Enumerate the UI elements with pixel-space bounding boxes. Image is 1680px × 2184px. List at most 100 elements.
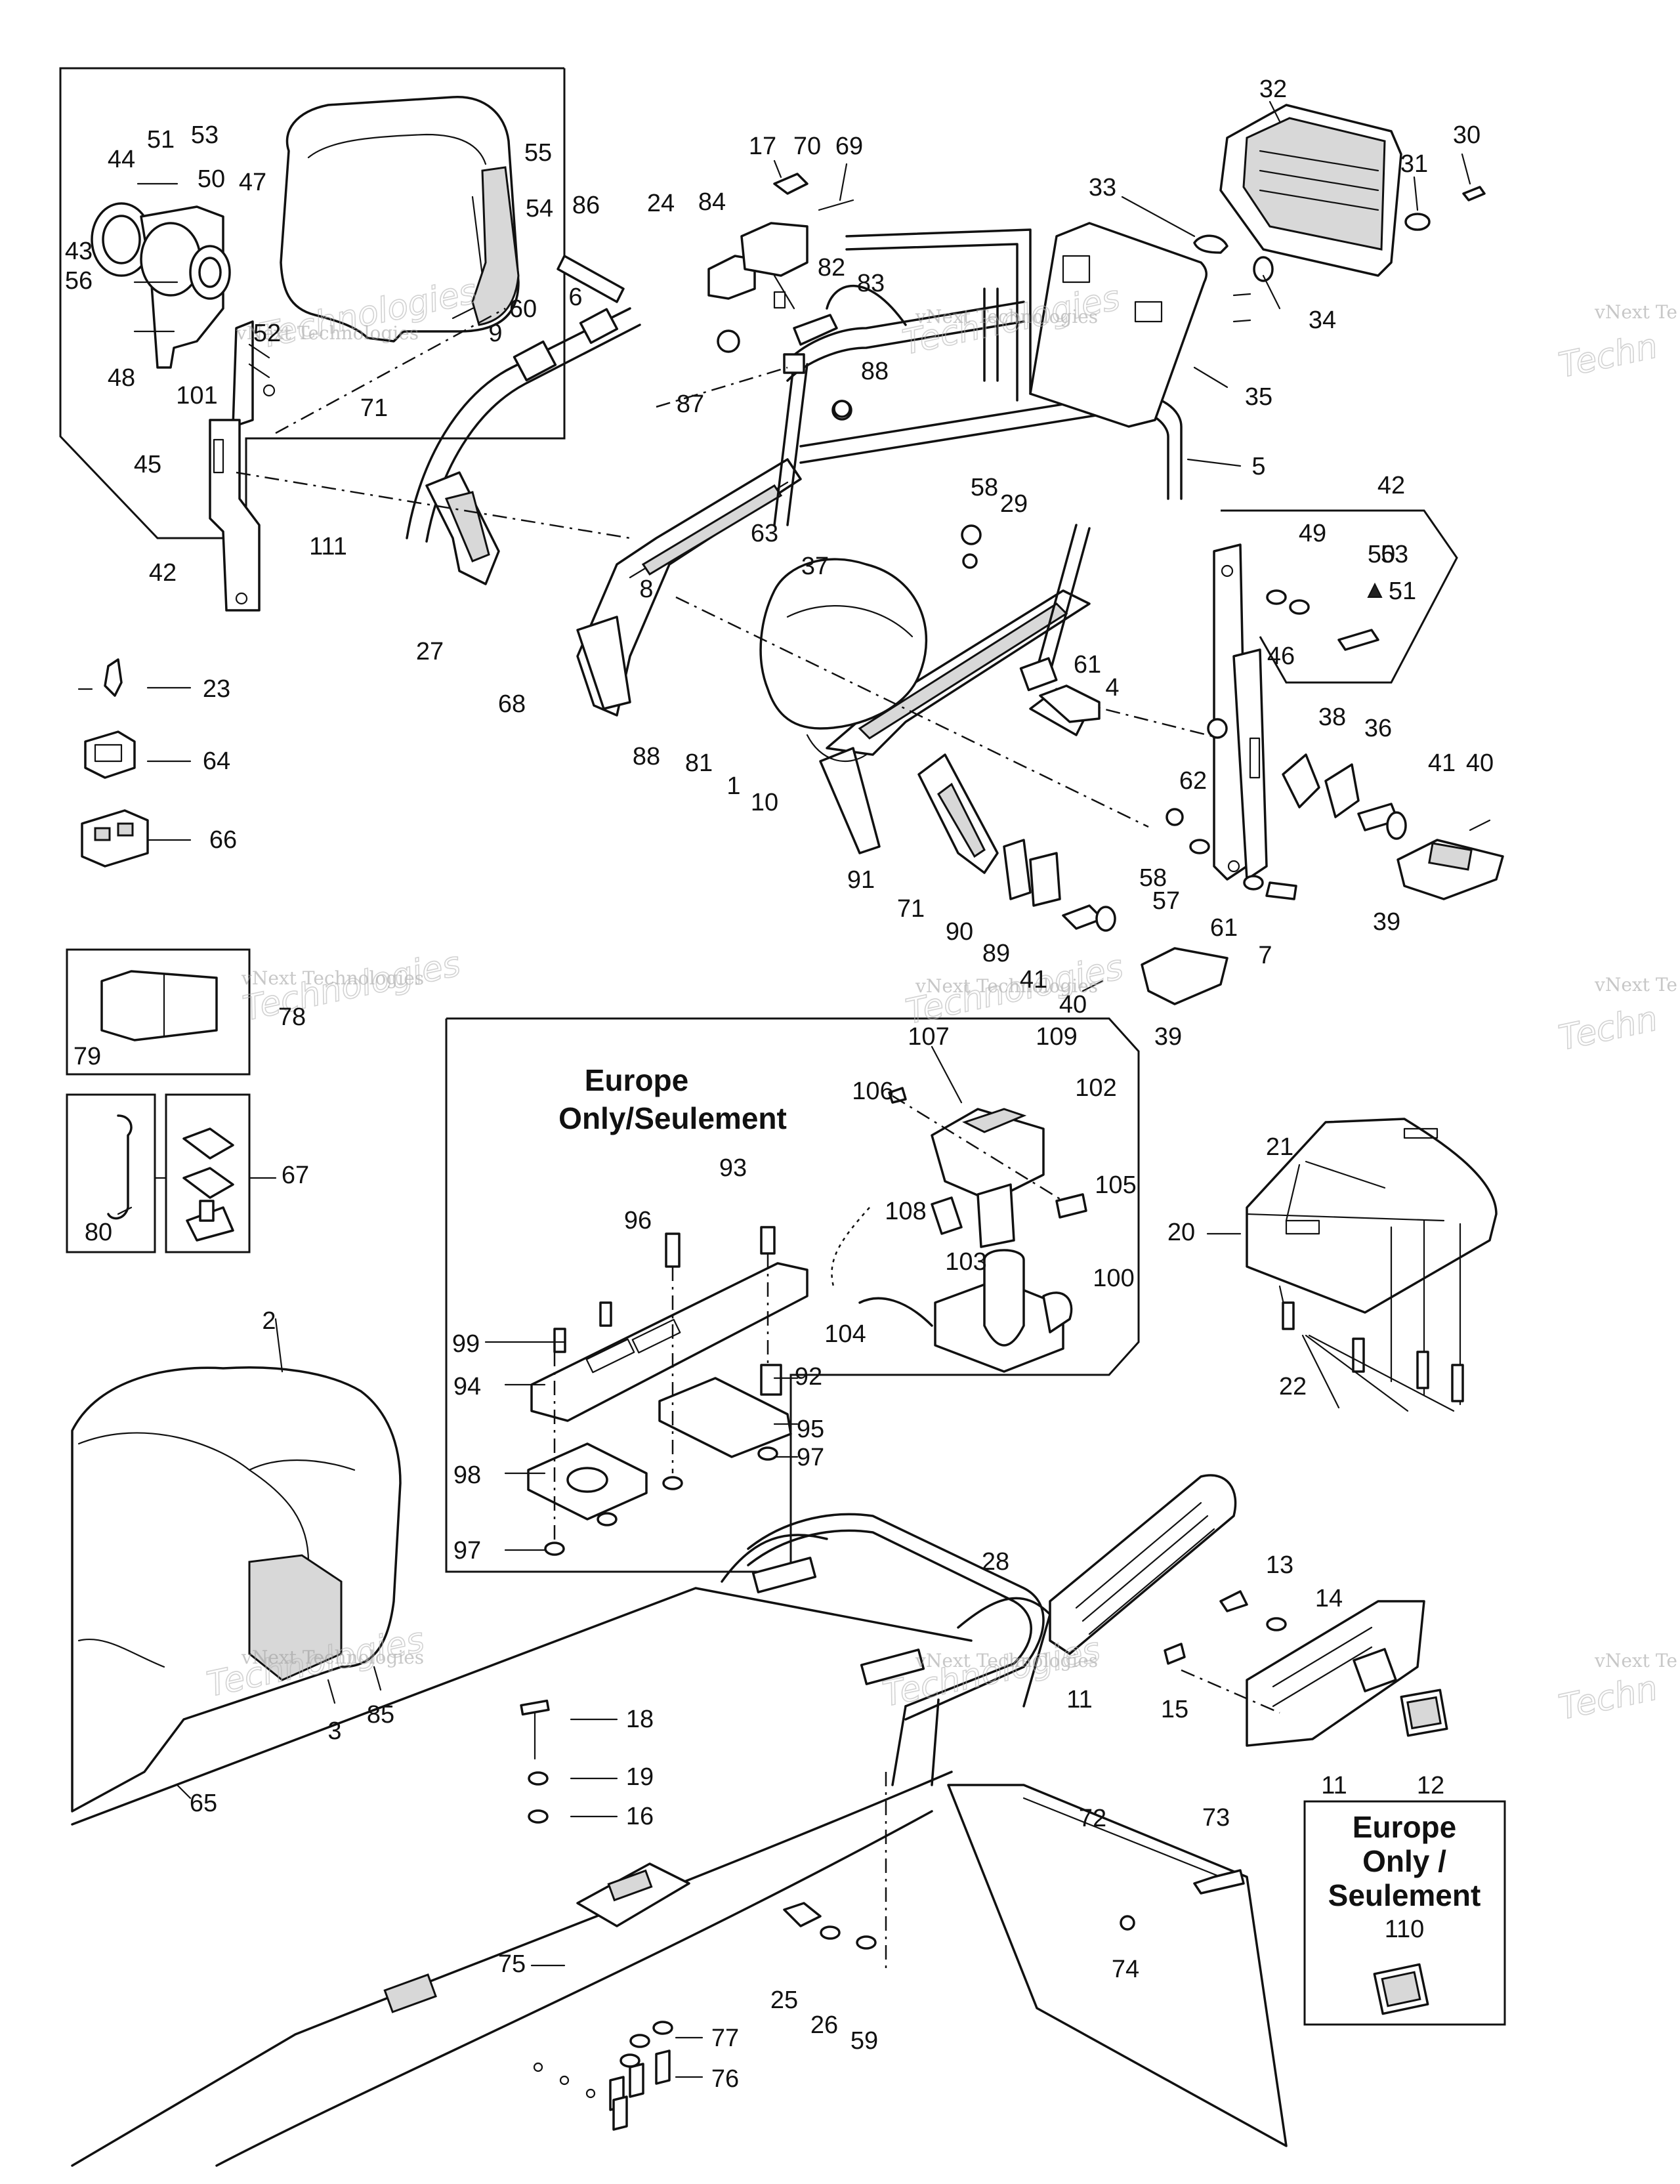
part-callout-58: 58: [1139, 864, 1167, 892]
part-callout-14: 14: [1315, 1585, 1343, 1612]
part-callout-101: 101: [176, 382, 217, 410]
part-callout-25: 25: [770, 1986, 798, 2014]
part-callout-69: 69: [835, 133, 863, 160]
part-callout-80: 80: [85, 1219, 112, 1246]
part-callout-50: 50: [198, 165, 225, 193]
part-callout-66: 66: [209, 826, 237, 854]
part-callout-41: 41: [1020, 966, 1047, 994]
part-callout-12: 12: [1417, 1772, 1444, 1799]
seat-and-tunnel: [71, 1366, 1448, 2167]
part-callout-15: 15: [1161, 1696, 1188, 1723]
part-callout-16: 16: [626, 1803, 654, 1830]
part-callout-88: 88: [633, 743, 660, 770]
part-callout-42: 42: [1377, 472, 1405, 499]
part-callout-96: 96: [624, 1207, 652, 1234]
part-callout-88: 88: [861, 358, 889, 385]
watermark-text: vNext Technologies: [241, 967, 424, 989]
watermark-text: Techn: [1555, 1668, 1661, 1727]
watermark-text: Techn: [1555, 999, 1661, 1058]
part-callout-72: 72: [1079, 1805, 1106, 1832]
part-callout-6: 6: [568, 284, 582, 311]
part-callout-91: 91: [847, 866, 875, 894]
part-callout-46: 46: [1267, 642, 1295, 670]
part-callout-68: 68: [498, 690, 526, 718]
part-callout-53: 53: [1381, 541, 1408, 568]
part-callout-60: 60: [509, 295, 537, 323]
part-callout-57: 57: [1152, 887, 1180, 915]
part-callout-76: 76: [711, 2065, 739, 2093]
watermark-text: vNext Te: [1594, 974, 1677, 996]
part-callout-42: 42: [149, 559, 177, 587]
part-callout-105: 105: [1095, 1171, 1136, 1199]
part-callout-24: 24: [647, 190, 675, 217]
watermarks: vNext Technologies Technologies vNext Te…: [203, 271, 1677, 1728]
part-callout-95: 95: [797, 1416, 824, 1443]
part-callout-67: 67: [282, 1162, 309, 1189]
part-callout-75: 75: [498, 1950, 526, 1978]
right-bracket-group: [961, 509, 1504, 1005]
part-callout-1: 1: [726, 772, 740, 800]
part-callout-35: 35: [1245, 383, 1272, 411]
part-callout-30: 30: [1453, 121, 1480, 149]
part-callout-23: 23: [203, 675, 230, 703]
part-callout-61: 61: [1074, 651, 1101, 679]
part-callout-54: 54: [526, 195, 553, 222]
part-callout-71: 71: [897, 895, 925, 923]
part-callout-51: 51: [1389, 578, 1416, 605]
watermark-text: Techn: [1555, 326, 1661, 385]
part-callout-5: 5: [1251, 453, 1265, 480]
part-callout-28: 28: [982, 1548, 1009, 1576]
part-callout-61: 61: [1210, 914, 1238, 942]
part-callout-32: 32: [1259, 75, 1287, 103]
europe-only-reflector-box: Europe Only / Seulement: [1303, 1800, 1506, 2026]
part-callout-71: 71: [360, 394, 388, 422]
part-callout-47: 47: [239, 169, 266, 196]
part-callout-81: 81: [685, 749, 713, 777]
part-callout-50: 50: [1368, 541, 1395, 568]
part-callout-11: 11: [1321, 1772, 1347, 1799]
part-callout-37: 37: [801, 553, 829, 580]
part-callout-52: 52: [253, 320, 281, 347]
part-callout-11: 11: [1066, 1686, 1092, 1713]
part-callout-55: 55: [524, 139, 552, 167]
europe-box-2-line1: Europe: [1353, 1810, 1456, 1844]
watermark-text: vNext Technologies: [236, 322, 419, 344]
part-callout-79: 79: [74, 1043, 101, 1070]
part-callout-4: 4: [1105, 674, 1119, 702]
rear-cover-20: [1246, 1118, 1498, 1412]
part-callout-17: 17: [749, 133, 776, 160]
part-callout-102: 102: [1075, 1074, 1116, 1102]
callout-leader-lines: [77, 100, 1471, 2078]
europe-box-1-line2: Only/Seulement: [558, 1101, 787, 1135]
part-callout-7: 7: [1258, 942, 1272, 969]
part-callout-90: 90: [946, 918, 973, 946]
europe-only-hitch-box: Europe Only/Seulement: [445, 1017, 1140, 1573]
part-callout-58: 58: [971, 474, 998, 501]
part-callout-22: 22: [1279, 1373, 1307, 1400]
part-callout-41: 41: [1428, 749, 1456, 777]
part-callout-34: 34: [1309, 306, 1336, 334]
part-callout-73: 73: [1202, 1804, 1230, 1832]
part-callout-74: 74: [1112, 1956, 1139, 1983]
part-callout-86: 86: [572, 192, 600, 219]
part-callout-36: 36: [1364, 715, 1392, 742]
part-callout-111: 111: [309, 533, 347, 560]
part-callout-21: 21: [1266, 1133, 1293, 1161]
part-callout-106: 106: [852, 1078, 893, 1105]
part-callout-39: 39: [1373, 908, 1400, 936]
part-callout-19: 19: [626, 1763, 654, 1791]
watermark-text: vNext Te: [1594, 1650, 1677, 1671]
part-callout-8: 8: [639, 576, 653, 603]
part-callout-26: 26: [810, 2011, 838, 2039]
part-callout-10: 10: [751, 789, 778, 816]
part-callout-92: 92: [795, 1363, 822, 1391]
part-callout-48: 48: [108, 364, 135, 392]
part-callout-104: 104: [824, 1320, 866, 1348]
part-callout-27: 27: [416, 638, 444, 665]
part-callout-62: 62: [1179, 767, 1207, 795]
part-callout-31: 31: [1400, 150, 1428, 178]
watermark-text: vNext Technologies: [241, 1647, 424, 1668]
